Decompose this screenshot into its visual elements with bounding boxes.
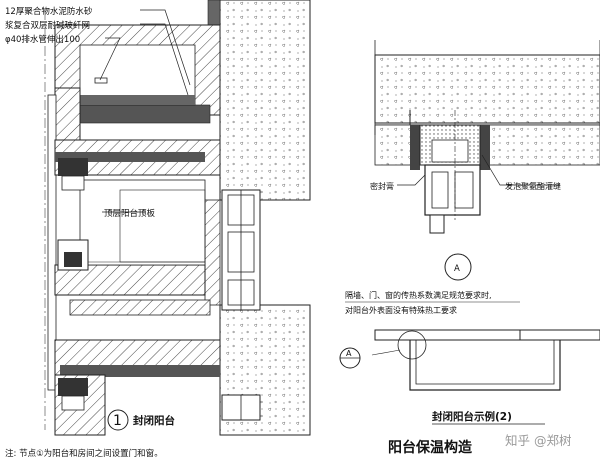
main-title: 阳台保温构造 xyxy=(388,439,472,456)
section-mark-a: A xyxy=(454,264,460,274)
right-bottom-plan: 隔墙、门、窗的传热系数满足规范要求时, 对阳台外表面没有特殊热工要求 A 封闭阳… xyxy=(339,290,600,425)
callout-drain-pipe: φ40排水管伸出100 xyxy=(5,34,80,45)
footnote: 注: 节点①为阳台和房间之间设置门和窗。 xyxy=(5,448,163,459)
window-frame-top xyxy=(58,158,88,191)
slab-label: 顶层阳台顶板 xyxy=(104,208,156,219)
window-frame-middle xyxy=(57,239,89,271)
sealant-label: 密封膏 xyxy=(370,181,394,191)
section-mark-circle xyxy=(444,253,472,281)
requirement-line-2: 对阳台外表面没有特殊热工要求 xyxy=(345,305,457,315)
requirement-line-1: 隔墙、门、窗的传热系数满足规范要求时, xyxy=(345,290,492,300)
watermark: 知乎 @郑树 xyxy=(505,433,571,448)
example-title: 封闭阳台示例(2) xyxy=(432,410,512,423)
right-top-window-detail: 密封膏 发泡聚氨酯灌缝 A xyxy=(370,40,600,281)
node-number: 1 xyxy=(113,413,122,429)
callout-fiberglass-mesh: 浆复合双层耐碱玻纤网 xyxy=(5,20,90,31)
section-a-marker-label: A xyxy=(346,349,352,358)
foam-label: 发泡聚氨酯灌缝 xyxy=(505,181,561,191)
window-frame-bottom xyxy=(58,378,88,411)
callout-waterproof-mortar: 12厚聚合物水泥防水砂 xyxy=(5,6,93,17)
node-title: 封闭阳台 xyxy=(133,414,175,427)
node-circle xyxy=(107,409,129,431)
left-section-detail: 12厚聚合物水泥防水砂 浆复合双层耐碱玻纤网 φ40排水管伸出100 顶层阳台顶… xyxy=(5,0,311,436)
door-window-frame xyxy=(221,189,261,421)
